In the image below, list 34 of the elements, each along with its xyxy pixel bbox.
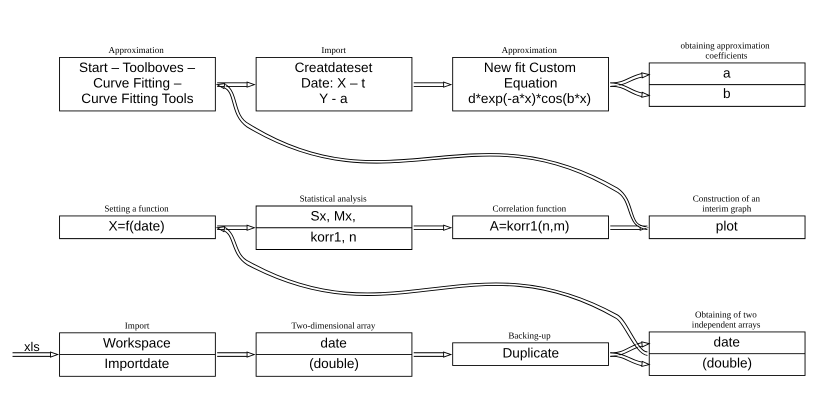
node-box: New fit Custom Equation d*exp(-a*x)*cos(b*x) <box>452 57 609 112</box>
arrow <box>610 352 651 368</box>
node-label: Import <box>124 320 150 330</box>
arrow <box>610 72 651 87</box>
node-label: Two-dimensional array <box>291 320 376 330</box>
node-label: Backing-up <box>508 330 551 340</box>
node-box: X=f(date) <box>59 216 216 240</box>
arrow <box>216 224 256 231</box>
arrow <box>216 226 648 356</box>
arrow <box>216 81 256 88</box>
edge-label: xls <box>24 340 40 354</box>
arrow <box>216 82 648 230</box>
node-box: plot <box>648 216 806 240</box>
arrow <box>413 224 452 231</box>
node-label: Statistical analysis <box>300 193 367 204</box>
node-label: Obtaining of two independent arrays <box>692 309 760 330</box>
arrow <box>12 351 60 358</box>
node-label: Correlation function <box>492 203 566 214</box>
node-box: Creatdateset Date: X – t Y - a <box>256 57 412 112</box>
node-box: Start – Toolboves – Curve Fitting – Curve Fitting Tools <box>59 57 216 112</box>
arrow <box>413 81 452 88</box>
arrow <box>610 82 651 98</box>
arrow <box>216 351 256 358</box>
arrow <box>610 341 651 357</box>
node-label: obtaining approximation coefficients <box>680 40 770 60</box>
node-label: Approximation <box>502 44 557 55</box>
arrow <box>413 351 452 358</box>
arrow <box>610 224 649 231</box>
node-label: Construction of an interim graph <box>692 193 760 214</box>
node-label: Approximation <box>108 44 164 55</box>
node-label: Setting a function <box>104 203 169 214</box>
node-box: Duplicate <box>452 342 609 366</box>
node-label: Import <box>321 44 346 55</box>
node-box: A=korr1(n,m) <box>452 216 609 240</box>
